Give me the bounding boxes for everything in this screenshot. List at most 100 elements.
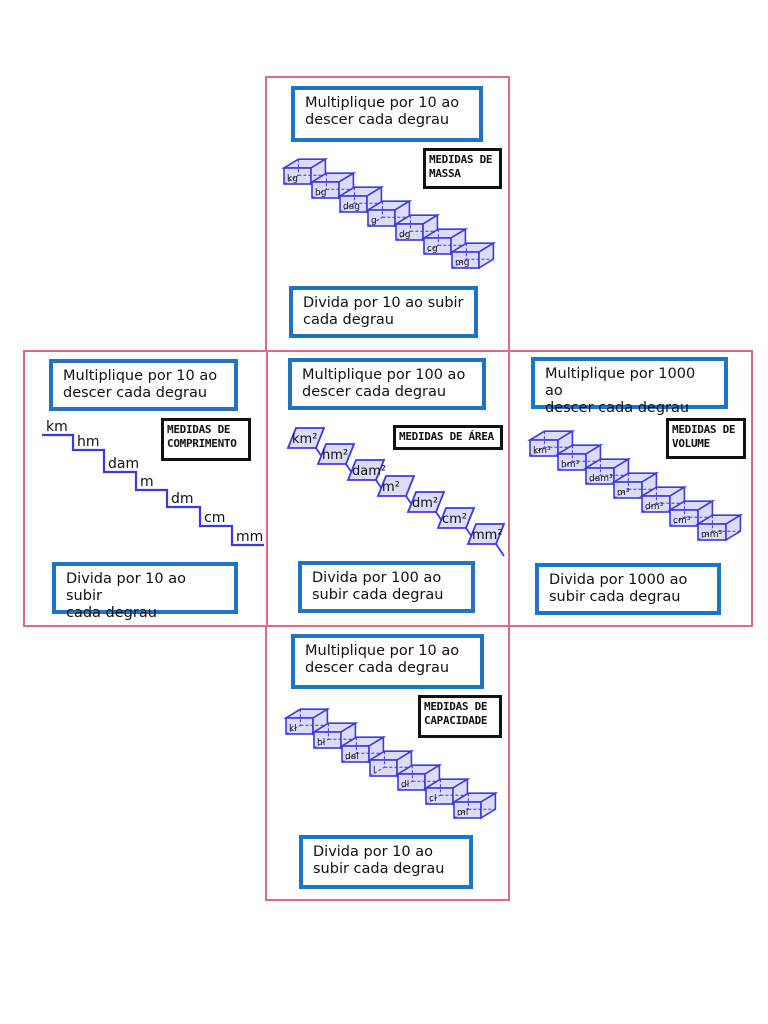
- mass-unit-label: mg: [455, 258, 469, 268]
- volume-multiply-line2: descer cada degrau: [545, 400, 690, 416]
- mass-step-4: dg: [393, 213, 441, 242]
- length-multiply-note: Multiplique por 10 ao descer cada degrau: [49, 359, 238, 411]
- capacity-tag: MEDIDAS DE CAPACIDADE: [418, 695, 502, 738]
- area-step-4: dm²: [406, 491, 446, 525]
- mass-step-2: dag: [337, 185, 385, 214]
- mass-step-1: hg: [309, 171, 357, 200]
- area-step-5: cm²: [436, 507, 476, 541]
- volume-tag-line1: MEDIDAS DE: [672, 423, 736, 436]
- volume-step-0: km³: [527, 429, 576, 458]
- volume-step-3: m³: [611, 471, 660, 500]
- area-tag: MEDIDAS DE ÁREA: [393, 425, 503, 450]
- capacity-unit-label: hl: [317, 738, 325, 748]
- area-multiply-line1: Multiplique por 100 ao: [302, 367, 466, 383]
- capacity-multiply-line2: descer cada degrau: [305, 660, 450, 676]
- area-multiply-note: Multiplique por 100 ao descer cada degra…: [288, 358, 486, 410]
- area-tag-line1: MEDIDAS DE ÁREA: [399, 430, 494, 443]
- mass-unit-label: g: [371, 216, 377, 226]
- mass-unit-label: cg: [427, 244, 438, 254]
- mass-tag: MEDIDAS DE MASSA: [423, 148, 502, 189]
- area-unit-label: dam²: [352, 464, 386, 479]
- capacity-divide-note: Divida por 10 ao subir cada degrau: [299, 835, 473, 889]
- capacity-unit-label: dal: [345, 752, 359, 762]
- area-multiply-line2: descer cada degrau: [302, 384, 447, 400]
- area-step-6: mm²: [466, 523, 506, 557]
- volume-divide-line2: subir cada degrau: [549, 589, 681, 605]
- capacity-multiply-line1: Multiplique por 10 ao: [305, 643, 460, 659]
- length-tag-line2: COMPRIMENTO: [167, 437, 237, 450]
- mass-multiply-note: Multiplique por 10 ao descer cada degrau: [291, 86, 483, 142]
- length-unit-label: km: [46, 419, 68, 435]
- length-tag-line1: MEDIDAS DE: [167, 423, 231, 436]
- length-unit-label: m: [140, 474, 154, 490]
- area-divide-note: Divida por 100 ao subir cada degrau: [298, 561, 475, 613]
- capacity-step-0: kl: [283, 707, 331, 736]
- capacity-step-6: ml: [451, 791, 499, 820]
- volume-unit-label: hm³: [561, 460, 579, 470]
- area-unit-label: km²: [292, 432, 317, 447]
- panel-capacity: [265, 625, 510, 901]
- volume-unit-label: dm³: [645, 502, 663, 512]
- mass-unit-label: dg: [399, 230, 410, 240]
- panel-volume: [508, 350, 753, 627]
- mass-unit-label: kg: [287, 174, 298, 184]
- capacity-step-1: hl: [311, 721, 359, 750]
- area-unit-label: hm²: [322, 448, 348, 463]
- length-divide-line2: cada degrau: [66, 605, 157, 621]
- mass-divide-line2: cada degrau: [303, 312, 394, 328]
- area-divide-line1: Divida por 100 ao: [312, 570, 442, 586]
- mass-unit-label: dag: [343, 202, 360, 212]
- length-stair-line: [42, 433, 264, 547]
- mass-tag-line2: MASSA: [429, 167, 461, 180]
- length-unit-label: dam: [108, 456, 139, 472]
- area-unit-label: cm²: [442, 512, 467, 527]
- volume-unit-label: mm³: [701, 530, 723, 540]
- volume-multiply-line1: Multiplique por 1000 ao: [545, 366, 696, 399]
- mass-staircase: kg hg dag g dg cg mg: [281, 157, 497, 270]
- volume-divide-line1: Divida por 1000 ao: [549, 572, 688, 588]
- mass-unit-label: hg: [315, 188, 326, 198]
- mass-step-5: cg: [421, 227, 469, 256]
- capacity-step-4: dl: [395, 763, 443, 792]
- capacity-unit-label: kl: [289, 724, 297, 734]
- area-unit-label: mm²: [472, 528, 503, 543]
- capacity-unit-label: dl: [401, 780, 409, 790]
- volume-divide-note: Divida por 1000 ao subir cada degrau: [535, 563, 721, 615]
- capacity-divide-line1: Divida por 10 ao: [313, 844, 433, 860]
- area-step-1: hm²: [316, 443, 356, 477]
- volume-tag-line2: VOLUME: [672, 437, 710, 450]
- capacity-tag-line1: MEDIDAS DE: [424, 700, 488, 713]
- mass-divide-note: Divida por 10 ao subir cada degrau: [289, 286, 478, 338]
- volume-unit-label: cm³: [673, 516, 691, 526]
- area-divide-line2: subir cada degrau: [312, 587, 444, 603]
- mass-multiply-line1: Multiplique por 10 ao: [305, 95, 460, 111]
- capacity-divide-line2: subir cada degrau: [313, 861, 445, 877]
- area-unit-label: dm²: [412, 496, 438, 511]
- volume-step-1: hm³: [555, 443, 604, 472]
- mass-tag-line1: MEDIDAS DE: [429, 153, 493, 166]
- length-divide-line1: Divida por 10 ao subir: [66, 571, 186, 604]
- volume-unit-label: m³: [617, 488, 630, 498]
- volume-step-2: dam³: [583, 457, 632, 486]
- volume-multiply-note: Multiplique por 1000 ao descer cada degr…: [531, 357, 728, 416]
- volume-step-6: mm³: [695, 513, 744, 542]
- length-multiply-line1: Multiplique por 10 ao: [63, 368, 218, 384]
- length-unit-label: mm: [236, 529, 263, 545]
- mass-step-0: kg: [281, 157, 329, 186]
- mass-step-3: g: [365, 199, 413, 228]
- area-step-2: dam²: [346, 459, 386, 493]
- length-unit-label: hm: [77, 434, 100, 450]
- mass-divide-line1: Divida por 10 ao subir: [303, 295, 464, 311]
- capacity-step-2: dal: [339, 735, 387, 764]
- length-unit-label: dm: [171, 491, 194, 507]
- capacity-unit-label: ml: [457, 808, 468, 818]
- volume-staircase: km³ hm³ dam³ m³ dm³ cm³ mm³: [527, 429, 744, 542]
- length-divide-note: Divida por 10 ao subir cada degrau: [52, 562, 238, 621]
- volume-unit-label: dam³: [589, 474, 613, 484]
- length-tag: MEDIDAS DE COMPRIMENTO: [161, 418, 251, 461]
- mass-step-6: mg: [449, 241, 497, 270]
- volume-unit-label: km³: [533, 446, 551, 456]
